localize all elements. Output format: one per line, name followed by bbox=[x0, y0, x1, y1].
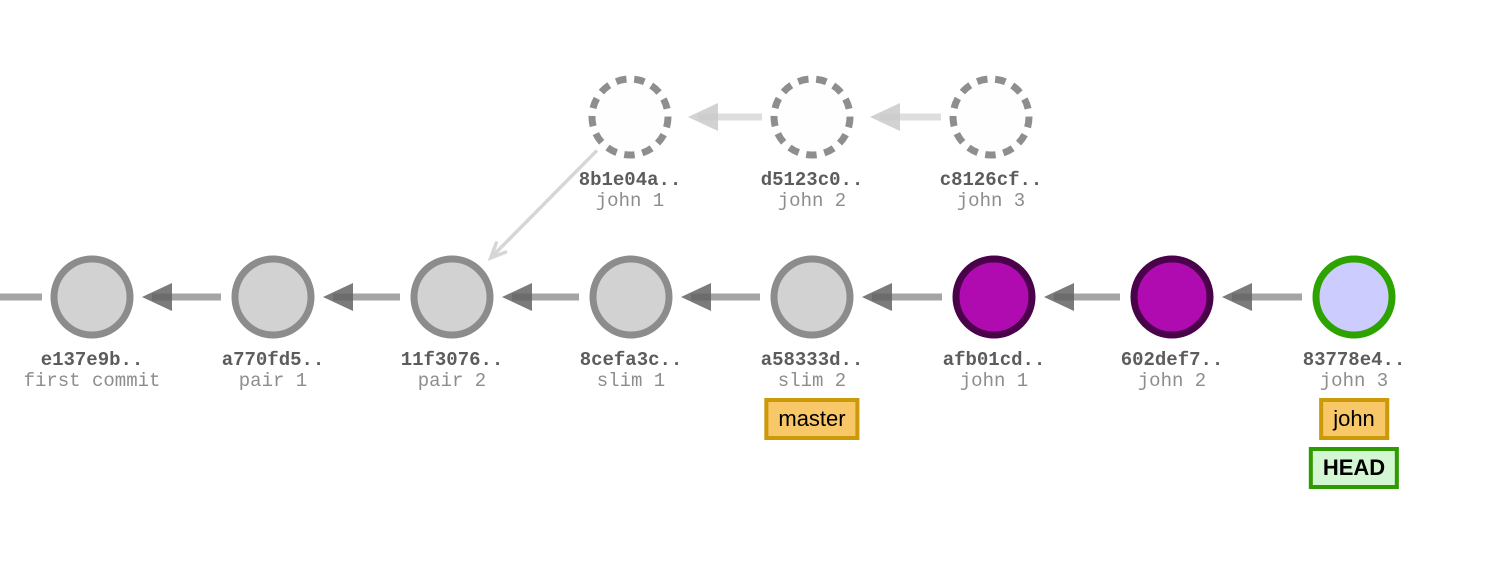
commit-arrow-a770fd5-to-e137e9b bbox=[142, 283, 221, 311]
commit-hash-label-afb01cd: afb01cd.. bbox=[943, 349, 1046, 371]
commit-message-label-8b1e04a: john 1 bbox=[596, 190, 664, 212]
commit-hash-label-8b1e04a: 8b1e04a.. bbox=[579, 169, 682, 191]
commit-node-d5123c0 bbox=[770, 75, 854, 159]
branch-tag-master: master bbox=[764, 398, 860, 440]
commit-message-label-8cefa3c: slim 1 bbox=[597, 370, 665, 392]
commit-hash-label-8cefa3c: 8cefa3c.. bbox=[580, 349, 683, 371]
commit-node-602def7 bbox=[1130, 255, 1214, 339]
commit-node-a770fd5 bbox=[231, 255, 315, 339]
commit-message-label-c8126cf: john 3 bbox=[957, 190, 1025, 212]
commit-arrow-83778e4-to-602def7 bbox=[1222, 283, 1302, 311]
commit-node-e137e9b bbox=[50, 255, 134, 339]
commit-message-label-a58333d: slim 2 bbox=[778, 370, 846, 392]
commit-hash-label-c8126cf: c8126cf.. bbox=[940, 169, 1043, 191]
commit-message-label-a770fd5: pair 1 bbox=[239, 370, 307, 392]
commit-message-label-602def7: john 2 bbox=[1138, 370, 1206, 392]
commit-message-label-afb01cd: john 1 bbox=[960, 370, 1028, 392]
branch-tag-john: john bbox=[1319, 398, 1389, 440]
commit-hash-label-a770fd5: a770fd5.. bbox=[222, 349, 325, 371]
commit-node-11f3076 bbox=[410, 255, 494, 339]
commit-arrow-c8126cf-to-d5123c0 bbox=[870, 103, 941, 131]
commit-arrow-8b1e04a-to-11f3076 bbox=[487, 149, 599, 261]
commit-node-8cefa3c bbox=[589, 255, 673, 339]
commit-message-label-d5123c0: john 2 bbox=[778, 190, 846, 212]
commit-message-label-83778e4: john 3 bbox=[1320, 370, 1388, 392]
commit-hash-label-a58333d: a58333d.. bbox=[761, 349, 864, 371]
commit-arrow-a58333d-to-8cefa3c bbox=[681, 283, 760, 311]
commit-message-label-11f3076: pair 2 bbox=[418, 370, 486, 392]
commit-hash-label-83778e4: 83778e4.. bbox=[1303, 349, 1406, 371]
commit-node-83778e4 bbox=[1312, 255, 1396, 339]
commit-node-afb01cd bbox=[952, 255, 1036, 339]
head-tag: HEAD bbox=[1308, 447, 1400, 489]
commit-arrow-602def7-to-afb01cd bbox=[1044, 283, 1120, 311]
commit-hash-label-11f3076: 11f3076.. bbox=[401, 349, 504, 371]
commit-node-8b1e04a bbox=[588, 75, 672, 159]
commit-arrow-d5123c0-to-8b1e04a bbox=[688, 103, 762, 131]
commit-arrow-8cefa3c-to-11f3076 bbox=[502, 283, 579, 311]
commit-hash-label-602def7: 602def7.. bbox=[1121, 349, 1224, 371]
commit-node-c8126cf bbox=[949, 75, 1033, 159]
commit-arrow-11f3076-to-a770fd5 bbox=[323, 283, 400, 311]
commit-arrow-afb01cd-to-a58333d bbox=[862, 283, 942, 311]
commit-arrow-e137e9b-offscreen bbox=[0, 293, 42, 301]
commit-hash-label-e137e9b: e137e9b.. bbox=[41, 349, 144, 371]
commit-node-a58333d bbox=[770, 255, 854, 339]
commit-message-label-e137e9b: first commit bbox=[24, 370, 161, 392]
commit-hash-label-d5123c0: d5123c0.. bbox=[761, 169, 864, 191]
